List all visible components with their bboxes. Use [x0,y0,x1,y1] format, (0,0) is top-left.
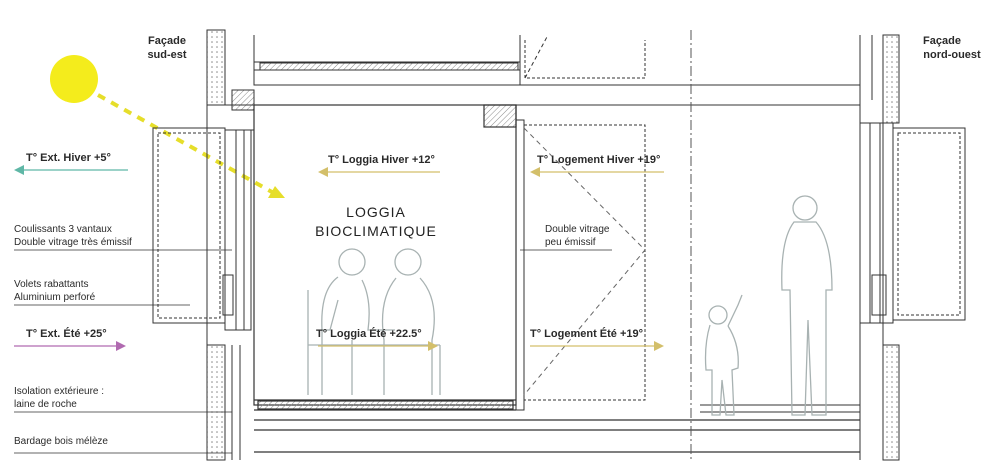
annotation-glazing-line1: Double vitrage [545,224,610,235]
temp-loggia-summer: T° Loggia Été +22.5° [316,327,422,340]
temp-housing-summer: T° Logement Été +19° [530,327,643,340]
seated-people-icon [307,248,441,395]
leader-lines [14,249,612,454]
annotation-insulation-line2: laine de roche [14,399,77,410]
arrow-housing-winter [530,167,664,177]
housing-room [700,104,860,413]
temp-housing-winter: T° Logement Hiver +19° [537,154,660,166]
annotation-sliding-line1: Coulissants 3 vantaux [14,224,112,235]
interior-glazing-wall [515,119,646,411]
left-facade-structure [152,29,255,461]
sun-ray-arrowhead [268,186,285,198]
annotation-glazing-line2: peu émissif [545,237,596,248]
arrow-loggia-summer [318,341,438,351]
facade-right-line2: nord-ouest [923,49,981,61]
right-facade-structure [859,34,966,461]
annotation-cladding: Bardage bois mélèze [14,436,108,447]
sun-ray [97,93,273,194]
facade-left-line1: Façade [148,35,186,47]
annotation-shutters-line2: Aluminium perforé [14,292,96,303]
annotation-insulation-line1: Isolation extérieure : [14,386,104,397]
standing-man-icon [781,195,833,416]
upper-floor-slabs [253,34,861,106]
loggia-title-line2: BIOCLIMATIQUE [315,223,437,239]
temp-ext-summer: T° Ext. Été +25° [26,327,107,340]
sun-icon [50,55,98,103]
loggia-title-line1: LOGGIA [346,204,406,220]
annotation-sliding-line2: Double vitrage très émissif [14,237,132,248]
child-icon [704,294,743,416]
arrow-housing-summer [530,341,664,351]
facade-right-line1: Façade [923,35,961,47]
facade-left-line2: sud-est [147,49,186,61]
arrow-ext-summer [14,341,126,351]
arrow-ext-winter [14,165,128,175]
temp-loggia-winter: T° Loggia Hiver +12° [328,154,435,166]
annotation-shutters-line1: Volets rabattants [14,279,89,290]
arrow-loggia-winter [318,167,440,177]
temp-ext-winter: T° Ext. Hiver +5° [26,152,111,164]
